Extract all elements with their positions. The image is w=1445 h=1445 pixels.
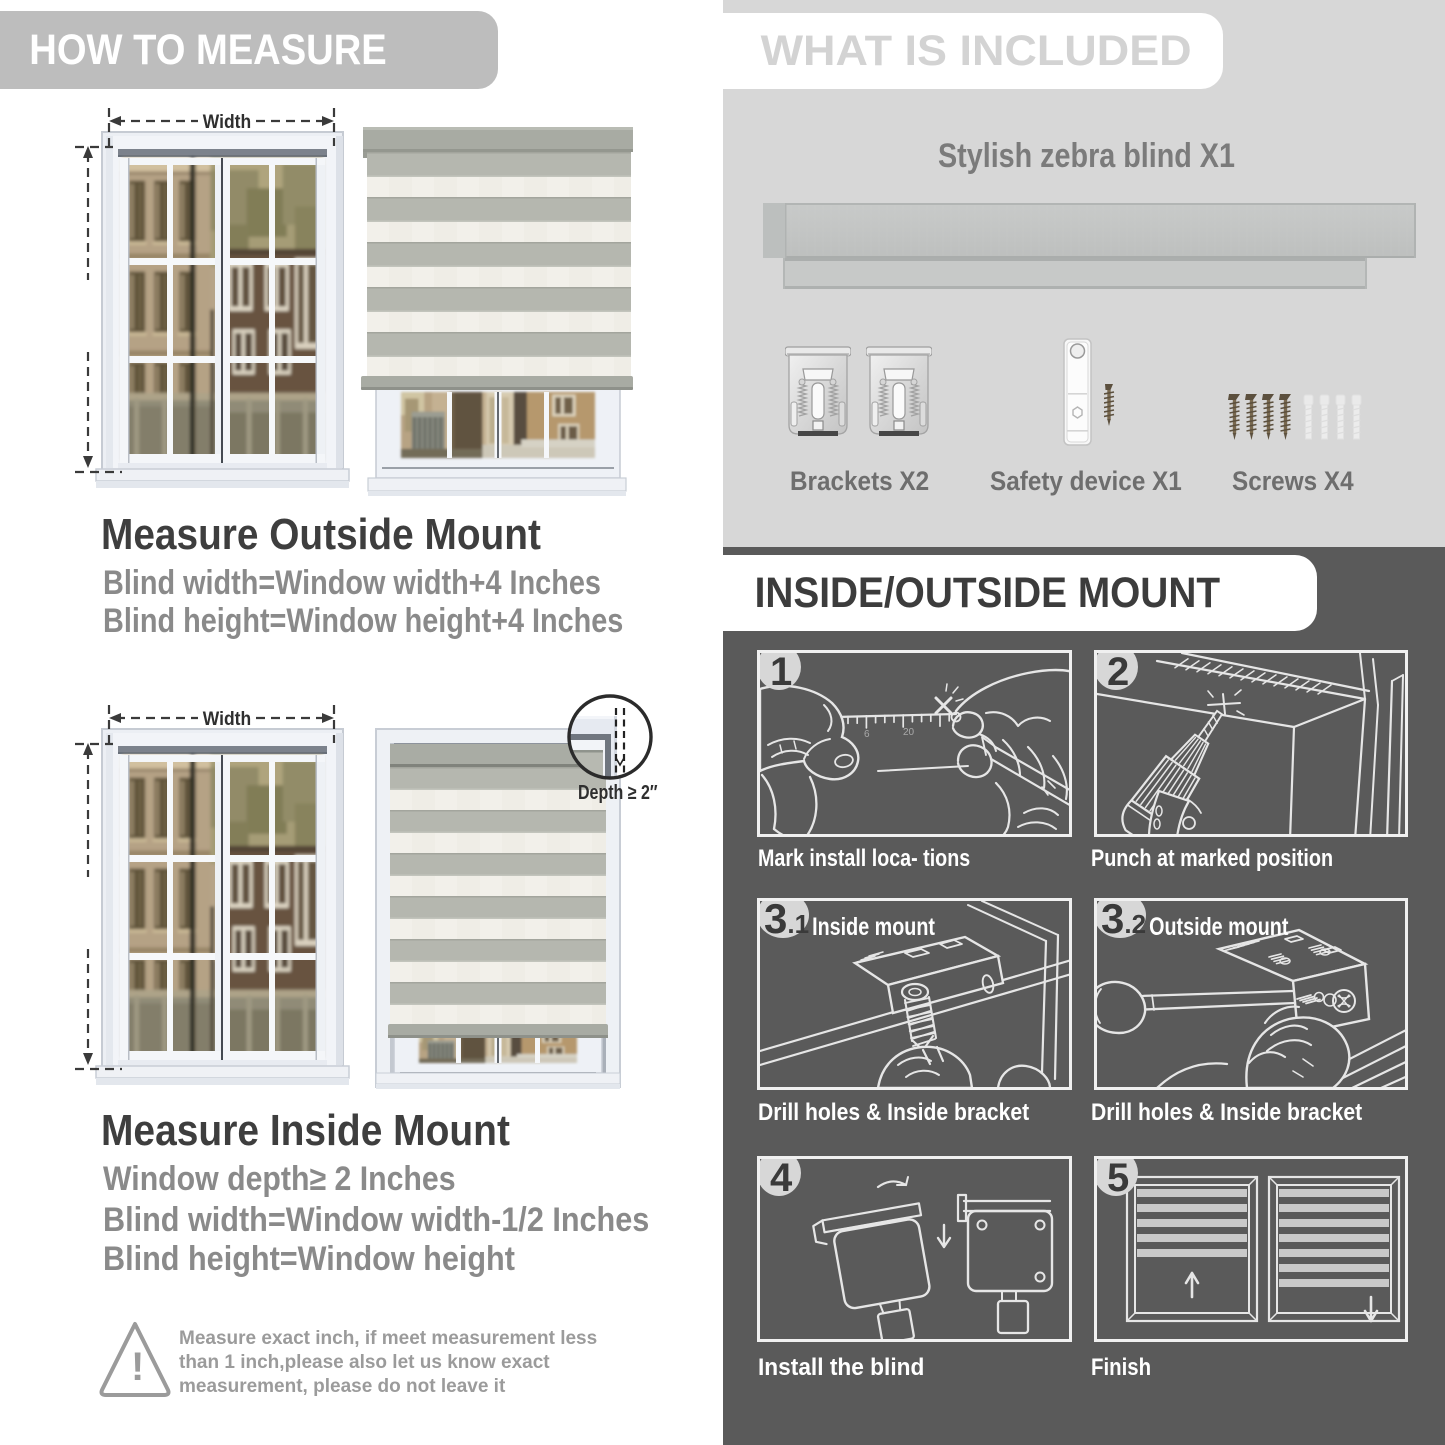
- svg-text:Inside mount: Inside mount: [812, 913, 935, 941]
- svg-text:Outside mount: Outside mount: [1149, 913, 1289, 941]
- svg-text:5: 5: [1107, 1159, 1129, 1200]
- svg-text:!: !: [131, 1345, 144, 1389]
- svg-text:20: 20: [903, 727, 915, 738]
- svg-text:1: 1: [770, 653, 792, 694]
- svg-text:Width: Width: [203, 110, 251, 132]
- svg-text:6: 6: [864, 729, 870, 740]
- svg-text:Width: Width: [203, 707, 251, 729]
- svg-text:2: 2: [1107, 653, 1129, 694]
- svg-text:4: 4: [770, 1159, 793, 1200]
